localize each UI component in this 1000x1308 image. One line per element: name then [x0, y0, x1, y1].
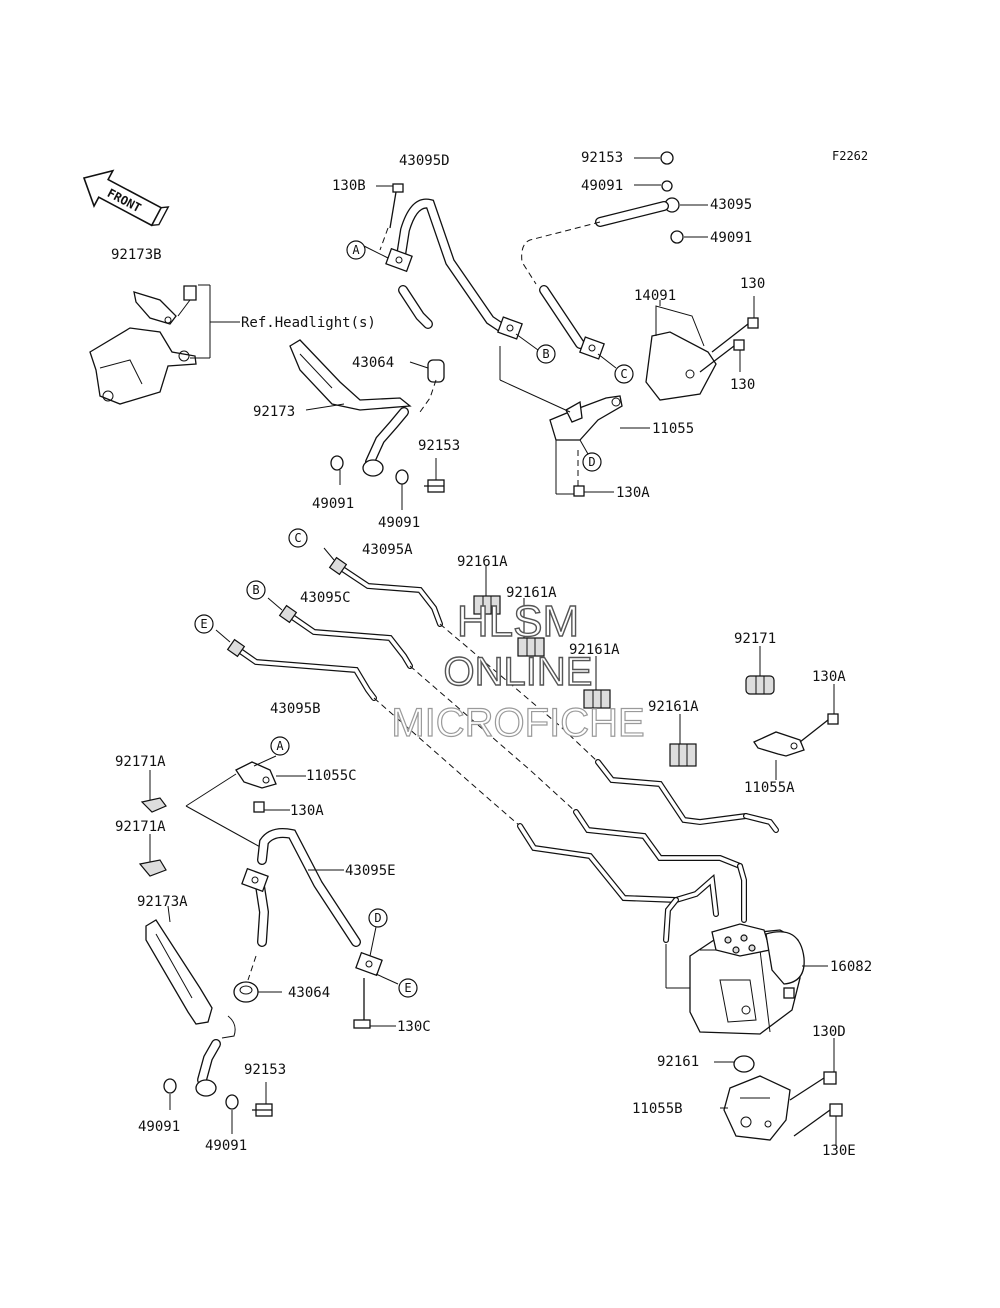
svg-text:C: C: [294, 531, 301, 545]
callout-92153-mid: 92153: [418, 438, 460, 454]
callout-43064-top: 43064: [352, 355, 394, 371]
callout-130A-top: 130A: [616, 485, 650, 501]
callout-49091-l2: 49091: [378, 515, 420, 531]
svg-text:E: E: [200, 617, 207, 631]
callout-11055: 11055: [652, 421, 694, 437]
marker-D3: D: [368, 908, 388, 928]
marker-E3: E: [398, 978, 418, 998]
callout-43095: 43095: [710, 197, 752, 213]
callout-43095B: 43095B: [270, 701, 321, 717]
brake-pipes: [215, 547, 779, 989]
callout-130-a: 130: [740, 276, 765, 292]
svg-text:D: D: [588, 455, 595, 469]
callout-49091-top2: 49091: [710, 230, 752, 246]
callout-14091: 14091: [634, 288, 676, 304]
reference-note: Ref.Headlight(s): [241, 315, 376, 331]
marker-B2: B: [246, 580, 266, 600]
callout-92161A-4: 92161A: [648, 699, 699, 715]
callout-130A-right: 130A: [812, 669, 846, 685]
marker-C1: C: [614, 364, 634, 384]
part-callouts: 43095D 130B 92153 49091 43095 49091 9217…: [111, 150, 872, 1159]
pipe-clamps: [473, 566, 839, 780]
abs-hydraulic-unit: [689, 923, 843, 1146]
front-direction-arrow: FRONT: [82, 169, 170, 227]
callout-92161A-3: 92161A: [569, 642, 620, 658]
callout-92171: 92171: [734, 631, 776, 647]
callout-49091-l1: 49091: [312, 496, 354, 512]
callout-92171A-2: 92171A: [115, 819, 166, 835]
callout-130B: 130B: [332, 178, 366, 194]
svg-text:C: C: [620, 367, 627, 381]
svg-text:A: A: [276, 739, 284, 753]
callout-43095A: 43095A: [362, 542, 413, 558]
callout-92161: 92161: [657, 1054, 699, 1070]
front-left-hose-assembly: [289, 183, 510, 510]
marker-A1: A: [346, 240, 366, 260]
front-right-hose-assembly: [497, 151, 759, 497]
rear-left-hose-assembly: [138, 755, 399, 1134]
callout-130-b: 130: [730, 377, 755, 393]
watermark: HLSM ONLINE MICROFICHE: [391, 596, 646, 745]
svg-text:D: D: [374, 911, 381, 925]
svg-text:B: B: [252, 583, 259, 597]
callout-43095C: 43095C: [300, 590, 351, 606]
callout-11055C: 11055C: [306, 768, 357, 784]
svg-text:B: B: [542, 347, 549, 361]
watermark-line-3: MICROFICHE: [391, 701, 644, 745]
callout-49091-b2: 49091: [205, 1138, 247, 1154]
callout-92173A: 92173A: [137, 894, 188, 910]
callout-49091-top1: 49091: [581, 178, 623, 194]
callout-11055A: 11055A: [744, 780, 795, 796]
callout-92153-top: 92153: [581, 150, 623, 166]
marker-A3: A: [270, 736, 290, 756]
watermark-line-1: HLSM: [457, 597, 579, 646]
callout-92161A-1: 92161A: [457, 554, 508, 570]
svg-text:E: E: [404, 981, 411, 995]
callout-92173B: 92173B: [111, 247, 162, 263]
marker-D1: D: [582, 452, 602, 472]
callout-92161A-2: 92161A: [506, 585, 557, 601]
callout-43095D: 43095D: [399, 153, 450, 169]
figure-code: F2262: [832, 149, 868, 163]
callout-49091-b1: 49091: [138, 1119, 180, 1135]
callout-130D: 130D: [812, 1024, 846, 1040]
marker-C2: C: [288, 528, 308, 548]
callout-16082: 16082: [830, 959, 872, 975]
callout-130A-low: 130A: [290, 803, 324, 819]
callout-11055B: 11055B: [632, 1101, 683, 1117]
callout-130C: 130C: [397, 1019, 431, 1035]
callout-92153-low: 92153: [244, 1062, 286, 1078]
callout-43064-low: 43064: [288, 985, 330, 1001]
marker-B1: B: [536, 344, 556, 364]
callout-43095E: 43095E: [345, 863, 396, 879]
svg-text:A: A: [352, 243, 360, 257]
callout-130E: 130E: [822, 1143, 856, 1159]
watermark-line-2: ONLINE: [444, 650, 593, 694]
callout-92171A-1: 92171A: [115, 754, 166, 770]
callout-92173: 92173: [253, 404, 295, 420]
headlight-bracket-group: Ref.Headlight(s): [89, 284, 376, 405]
marker-E2: E: [194, 614, 214, 634]
